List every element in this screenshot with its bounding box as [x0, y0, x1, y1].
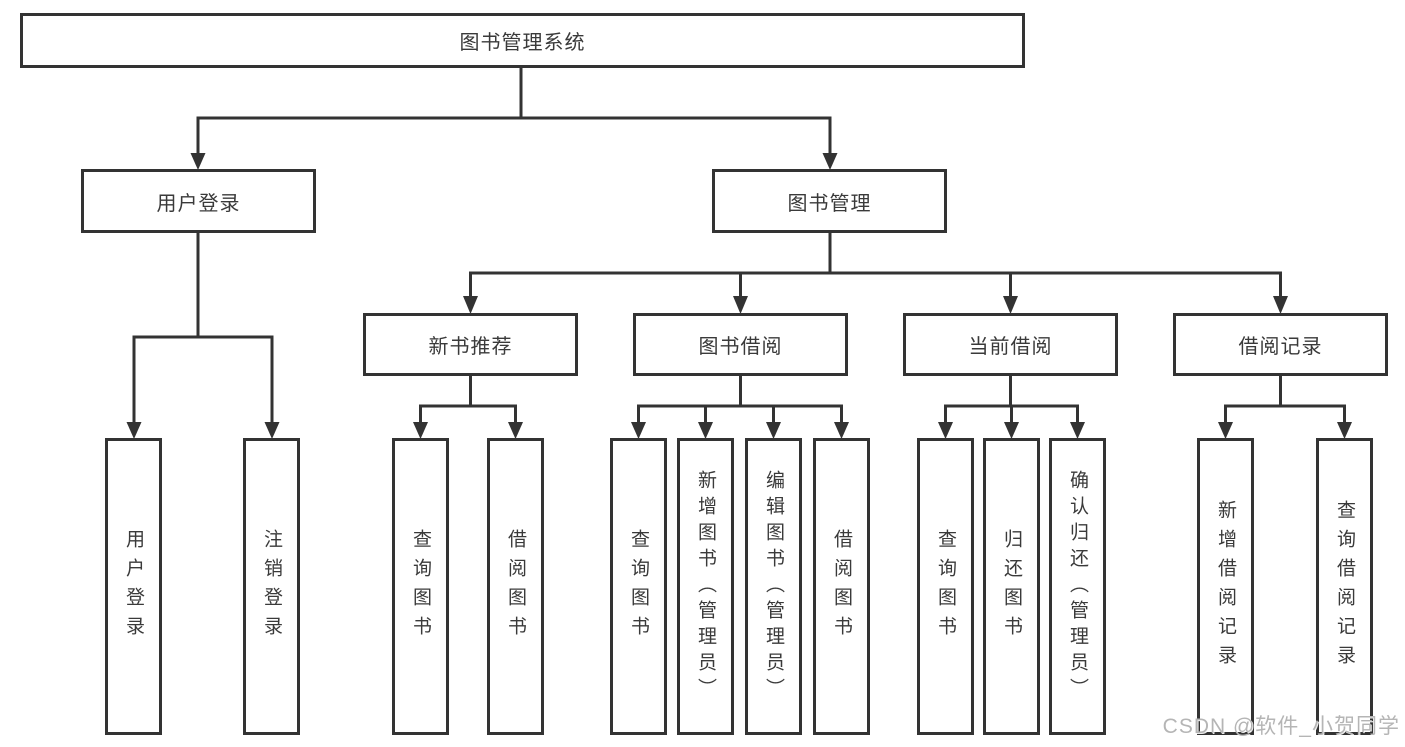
- node-user-login-label: 用户登录: [156, 192, 241, 215]
- node-root-label: 图书管理系统: [459, 32, 586, 54]
- leaf-cb-return-books-label: 归还图书: [1001, 528, 1022, 645]
- leaf-br-add-record: 新增借阅记录: [1197, 438, 1254, 735]
- node-root: 图书管理系统: [20, 13, 1025, 68]
- leaf-cb-confirm-return-admin: 确认归还（管理员）: [1049, 438, 1106, 735]
- node-user-login: 用户登录: [81, 169, 316, 233]
- leaf-bb-query-books-label: 查询图书: [628, 528, 649, 645]
- node-book-management: 图书管理: [712, 169, 947, 233]
- connector-lines: [132, 68, 1346, 423]
- leaf-nbr-query-books-label: 查询图书: [410, 528, 431, 645]
- leaf-cb-query-books-label: 查询图书: [935, 528, 956, 645]
- leaf-nbr-borrow-books: 借阅图书: [487, 438, 544, 735]
- node-new-book-recommendation: 新书推荐: [363, 313, 578, 376]
- leaf-nbr-borrow-books-label: 借阅图书: [505, 528, 526, 645]
- node-current-borrowing: 当前借阅: [903, 313, 1118, 376]
- leaf-cb-query-books: 查询图书: [917, 438, 974, 735]
- node-book-borrowing-label: 图书借阅: [698, 336, 783, 358]
- leaf-bb-add-book-admin-label: 新增图书（管理员）: [695, 469, 716, 704]
- watermark: CSDN @软件_小贺同学: [1162, 715, 1400, 738]
- arrowheads: [126, 153, 1352, 439]
- leaf-br-add-record-label: 新增借阅记录: [1215, 499, 1236, 674]
- leaf-br-query-record: 查询借阅记录: [1316, 438, 1373, 735]
- leaf-bb-query-books: 查询图书: [610, 438, 667, 735]
- leaf-br-query-record-label: 查询借阅记录: [1334, 499, 1355, 674]
- leaf-logout: 注销登录: [243, 438, 300, 735]
- leaf-bb-edit-book-admin: 编辑图书（管理员）: [745, 438, 802, 735]
- leaf-bb-borrow-books-label: 借阅图书: [831, 528, 852, 645]
- leaf-cb-confirm-return-admin-label: 确认归还（管理员）: [1067, 469, 1088, 704]
- leaf-bb-add-book-admin: 新增图书（管理员）: [677, 438, 734, 735]
- leaf-nbr-query-books: 查询图书: [392, 438, 449, 735]
- node-current-borrowing-label: 当前借阅: [968, 336, 1053, 358]
- node-borrowing-records-label: 借阅记录: [1238, 336, 1323, 358]
- node-new-book-recommendation-label: 新书推荐: [428, 336, 513, 358]
- leaf-cb-return-books: 归还图书: [983, 438, 1040, 735]
- leaf-bb-borrow-books: 借阅图书: [813, 438, 870, 735]
- leaf-logout-label: 注销登录: [261, 528, 282, 645]
- node-book-borrowing: 图书借阅: [633, 313, 848, 376]
- node-borrowing-records: 借阅记录: [1173, 313, 1388, 376]
- node-book-management-label: 图书管理: [787, 192, 872, 215]
- leaf-bb-edit-book-admin-label: 编辑图书（管理员）: [763, 469, 784, 704]
- leaf-user-login-label: 用户登录: [123, 528, 144, 645]
- leaf-user-login: 用户登录: [105, 438, 162, 735]
